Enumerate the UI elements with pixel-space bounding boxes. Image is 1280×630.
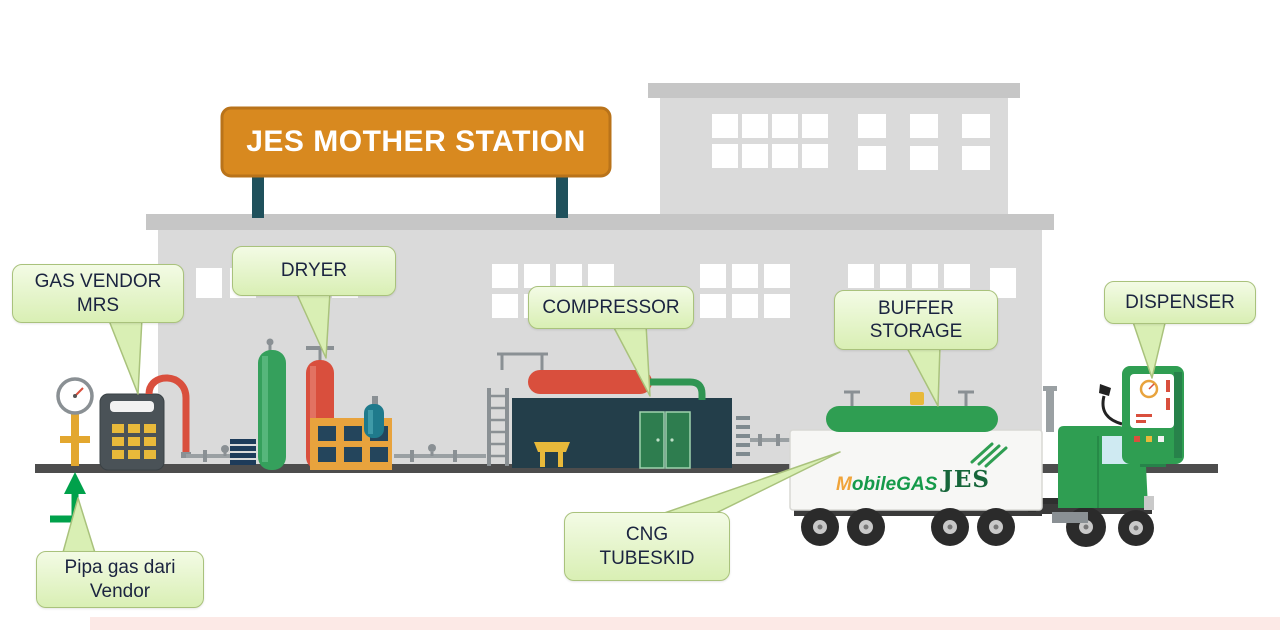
jes-logo-swoosh (970, 442, 1008, 468)
compressor-housing (512, 398, 732, 468)
ground-line (35, 464, 1218, 473)
compressor-tank (528, 370, 652, 394)
dryer-unit (230, 338, 486, 470)
compressor-unit (487, 352, 792, 469)
callout-buffer-storage-label: BUFFER STORAGE (869, 297, 963, 342)
station-sign (220, 106, 612, 218)
jes-logo: JES (942, 466, 991, 493)
up-arrow-icon (64, 472, 86, 494)
cng-truck (789, 386, 1154, 547)
callout-buffer-storage: BUFFER STORAGE (834, 290, 998, 350)
gas-vendor-mrs-unit (56, 374, 256, 471)
callout-gas-vendor-mrs: GAS VENDOR MRS (12, 264, 184, 323)
fuel-dispenser (1099, 366, 1184, 467)
callout-dryer: DRYER (232, 246, 396, 296)
ladder (487, 388, 509, 466)
callout-cng-tubeskid: CNG TUBESKID (564, 512, 730, 581)
compressor-door (639, 411, 665, 469)
callout-dispenser: DISPENSER (1104, 281, 1256, 324)
truck-wheels (801, 507, 1154, 547)
buffer-storage-tank (826, 406, 998, 432)
green-pipe (650, 378, 706, 400)
footer-band (90, 617, 1280, 630)
dryer-house-windows (318, 426, 388, 462)
callout-compressor-label: COMPRESSOR (542, 296, 680, 318)
station-sign-title: JES MOTHER STATION (246, 125, 586, 158)
callout-compressor: COMPRESSOR (528, 286, 694, 329)
callout-pipa-gas-dari-vendor: Pipa gas dari Vendor (36, 551, 204, 608)
gas-cylinder (364, 404, 384, 438)
compressor-door (665, 411, 691, 469)
mrs-keypad (112, 424, 156, 459)
stool (534, 442, 570, 452)
red-pipe (145, 374, 190, 452)
callout-dryer-label: DRYER (280, 260, 348, 282)
nozzle-icon (1099, 384, 1111, 396)
callout-pipa-gas-dari-vendor-label: Pipa gas dari Vendor (64, 557, 176, 602)
building-tower (648, 83, 1020, 216)
callout-cng-tubeskid-label: CNG TUBESKID (599, 524, 695, 569)
mobilegas-logo: MobileGAS (836, 474, 938, 495)
vent-connector (736, 416, 750, 456)
slat-stack (230, 439, 256, 465)
callout-gas-vendor-mrs-label: GAS VENDOR MRS (34, 271, 162, 316)
tower-windows (712, 114, 990, 170)
sign-board (220, 106, 612, 178)
callout-dispenser-label: DISPENSER (1125, 291, 1235, 313)
